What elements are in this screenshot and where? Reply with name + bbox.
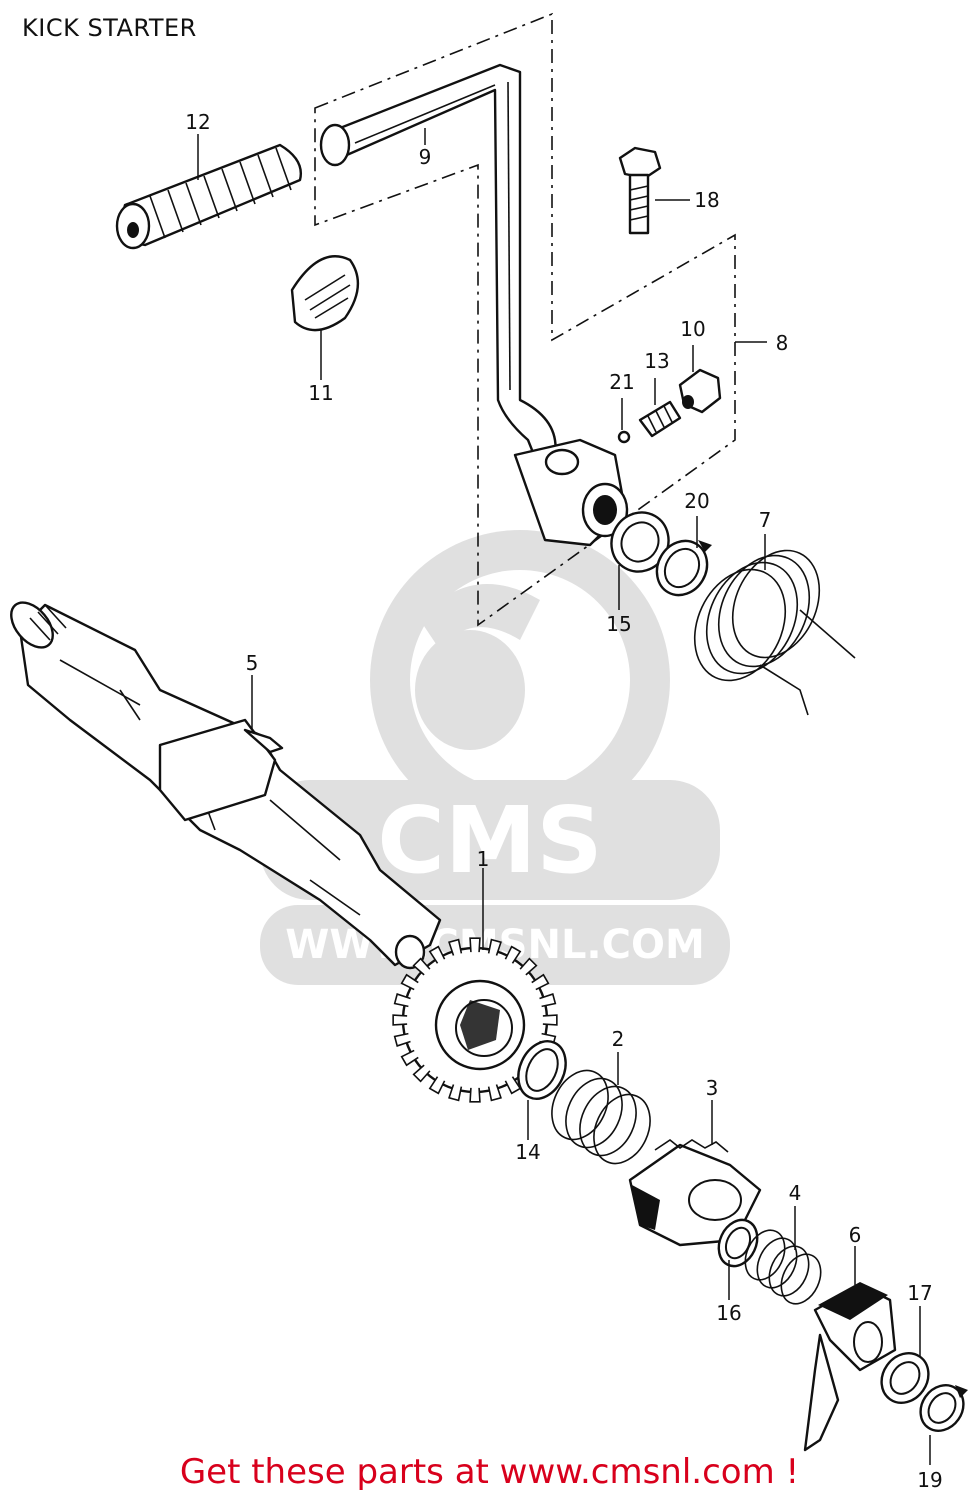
part-16-washer	[717, 1218, 759, 1268]
part-5-spindle	[10, 601, 442, 970]
cms-watermark: CMS WWW.CMSNL.COM	[260, 530, 730, 985]
gear-tooth	[448, 1084, 463, 1102]
callout-12: 12	[185, 110, 210, 134]
leader-lines	[197, 128, 931, 1465]
part-20-circlip	[655, 539, 712, 597]
callout-17: 17	[907, 1281, 932, 1305]
callout-14: 14	[515, 1140, 540, 1164]
part-1-starter-gear	[392, 937, 558, 1103]
gear-tooth	[412, 1064, 431, 1083]
callout-8: 8	[776, 331, 789, 355]
gear-tooth	[448, 938, 463, 956]
callout-5: 5	[246, 651, 259, 675]
watermark-logo-text: CMS	[377, 787, 602, 894]
callout-18: 18	[694, 188, 719, 212]
callout-11: 11	[308, 381, 333, 405]
callout-15: 15	[606, 612, 631, 636]
gear-tooth	[504, 1076, 522, 1095]
part-2-spring	[551, 1069, 651, 1165]
callout-19: 19	[917, 1468, 942, 1492]
callout-16: 16	[716, 1301, 741, 1325]
gear-tooth	[428, 1076, 446, 1095]
gear-tooth	[519, 957, 538, 976]
gear-tooth	[504, 945, 522, 964]
callout-13: 13	[644, 349, 669, 373]
kick-arm-assembly-outline	[314, 12, 736, 627]
part-9-kick-arm	[319, 63, 629, 547]
part-7-return-spring	[693, 549, 856, 716]
gear-tooth	[539, 993, 557, 1008]
callout-9: 9	[419, 145, 432, 169]
footer-link-text[interactable]: Get these parts at www.cmsnl.com !	[179, 1452, 800, 1492]
part-3-ratchet	[628, 1139, 762, 1247]
callout-21: 21	[609, 370, 634, 394]
gear-tooth	[469, 1087, 481, 1103]
part-11-cap	[290, 255, 360, 332]
gear-tooth	[428, 945, 446, 964]
callout-1: 1	[477, 847, 490, 871]
page-title: KICK STARTER	[22, 14, 197, 42]
gear-tooth	[487, 938, 502, 956]
gear-tooth	[392, 1014, 408, 1026]
callout-4: 4	[789, 1181, 802, 1205]
gear-tooth	[400, 1049, 419, 1067]
gear-tooth	[393, 1032, 411, 1047]
callout-6: 6	[849, 1223, 862, 1247]
gear-tooth	[542, 1014, 558, 1026]
callout-10: 10	[680, 317, 705, 341]
gear-tooth	[400, 973, 419, 991]
callout-3: 3	[706, 1076, 719, 1100]
gear-tooth	[531, 973, 550, 991]
gear-tooth	[412, 957, 431, 976]
callout-2: 2	[612, 1027, 625, 1051]
gear-tooth	[393, 993, 411, 1008]
part-12-kick-rubber	[115, 143, 302, 250]
part-21-ball	[617, 430, 631, 444]
part-15-washer	[610, 511, 670, 573]
callout-labels: 1 2 3 4 5 6 7 8 9 10 11 12 13 14 15 16 1…	[185, 110, 942, 1492]
gear-tooth	[487, 1084, 502, 1102]
part-13-spring	[638, 400, 682, 438]
part-4-spring	[744, 1229, 822, 1305]
part-6-stopper	[803, 1282, 897, 1452]
callout-7: 7	[759, 508, 772, 532]
part-14-circlip	[517, 1040, 567, 1100]
part-10-plug-bolt	[678, 368, 722, 414]
part-17-washer	[880, 1352, 930, 1404]
callout-20: 20	[684, 489, 709, 513]
part-18-bolt	[618, 146, 662, 235]
part-19-circlip	[919, 1384, 968, 1432]
gear-tooth	[469, 937, 481, 953]
